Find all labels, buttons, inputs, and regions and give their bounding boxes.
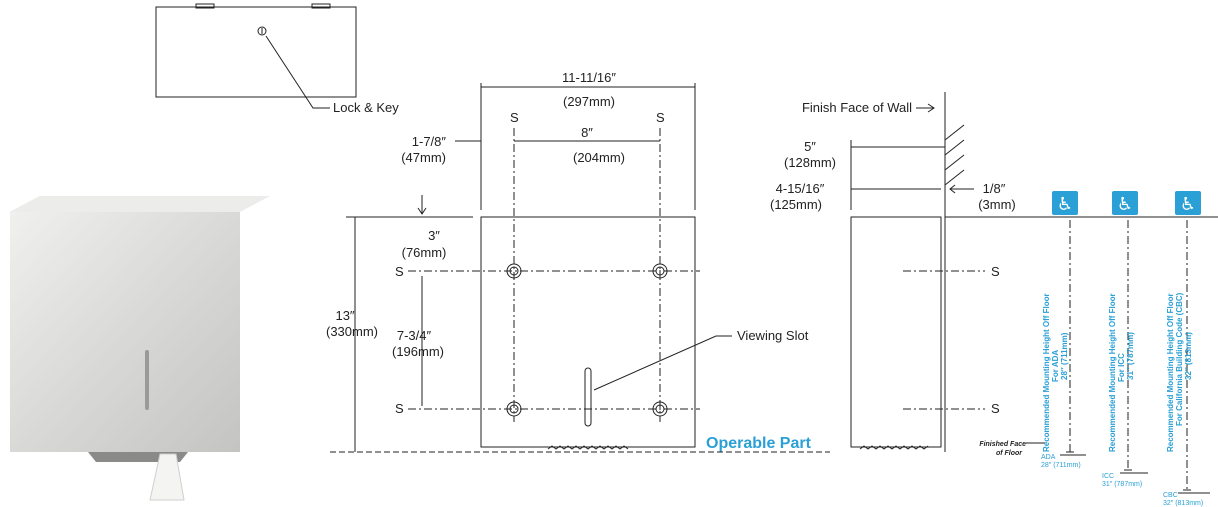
ada-height-value: 28″ (711mm) [1060, 332, 1069, 380]
side-screw-marker-upper: S [991, 264, 1000, 279]
icc-height-value: 31″ (787mm) [1126, 332, 1135, 380]
side-view: Finish Face of Wall 5″ (128mm) 4-15/16″ … [770, 92, 1218, 457]
top-view-outline [155, 6, 357, 98]
height-label: 13″ [335, 308, 354, 323]
photo-paper-towel [149, 453, 185, 501]
ada-height-line1: Recommended Mounting Height Off Floor [1042, 293, 1051, 452]
mounting-height-cbc: ♿ Recommended Mounting Height Off Floor … [1163, 191, 1210, 507]
keyhole-icon [652, 401, 668, 417]
svg-text:♿: ♿ [1117, 194, 1133, 215]
keyhole-icon [506, 263, 522, 279]
top-offset-mm-label: (76mm) [402, 245, 447, 260]
front-view-outline [480, 216, 696, 448]
cbc-floor-value: 32″ (813mm) [1163, 500, 1203, 507]
height-mm-label: (330mm) [326, 324, 378, 339]
icc-height-line1: Recommended Mounting Height Off Floor [1108, 293, 1117, 452]
wheelchair-icon [1052, 191, 1078, 215]
gap-mm-label: (3mm) [978, 197, 1016, 212]
finished-floor-label-line2: of Floor [996, 450, 1023, 457]
photo-viewing-slot [145, 350, 149, 410]
ada-floor-code: ADA [1041, 454, 1056, 461]
icc-floor-value: 31″ (787mm) [1102, 481, 1142, 488]
front-view: 11-11/16″ (297mm) S S 8″ (204mm) 1-7/8″ … [326, 70, 830, 453]
top-view: Lock & Key [155, 3, 399, 115]
cbc-height-line1: Recommended Mounting Height Off Floor [1166, 293, 1175, 452]
viewing-slot-label: Viewing Slot [737, 328, 809, 343]
body-depth-mm-label: (125mm) [770, 197, 822, 212]
hole-spacing-mm-label: (204mm) [573, 150, 625, 165]
keyhole-icon [506, 401, 522, 417]
ada-floor-value: 28″ (711mm) [1041, 462, 1081, 469]
width-label: 11-11/16″ [562, 70, 616, 85]
icc-height-line2: For ICC [1117, 353, 1126, 382]
keyhole-icon [652, 263, 668, 279]
depth-label: 5″ [804, 139, 816, 154]
hole-spacing-label: 8″ [581, 125, 593, 140]
width-mm-label: (297mm) [563, 94, 615, 109]
icc-floor-code: ICC [1102, 473, 1114, 480]
cbc-height-line2: For California Building Code (CBC) [1175, 292, 1184, 426]
lock-icon [257, 26, 267, 36]
mounting-height-ada: ♿ Recommended Mounting Height Off Floor … [1041, 191, 1086, 469]
side-screw-marker-lower: S [991, 401, 1000, 416]
depth-mm-label: (128mm) [784, 155, 836, 170]
finished-floor-label-line1: Finished Face [979, 441, 1026, 448]
photo-front-face [10, 212, 240, 452]
side-view-body [850, 216, 942, 448]
cbc-floor-code: CBC [1163, 492, 1178, 499]
gap-label: 1/8″ [983, 181, 1006, 196]
viewing-slot-outline [584, 367, 592, 427]
screw-marker-top-left: S [510, 110, 519, 125]
svg-text:♿: ♿ [1057, 194, 1073, 215]
cbc-height-value: 32″ (813mm) [1184, 332, 1193, 380]
mounting-height-icc: ♿ Recommended Mounting Height Off Floor … [1102, 191, 1148, 488]
screw-marker-top-right: S [656, 110, 665, 125]
left-offset-mm-label: (47mm) [401, 150, 446, 165]
operable-part-label: Operable Part [706, 435, 812, 452]
viewing-slot-leader [593, 335, 732, 391]
dispense-opening-side [859, 445, 929, 450]
top-offset-label: 3″ [428, 228, 440, 243]
vertical-spacing-label: 7-3/4″ [397, 328, 432, 343]
finish-face-wall-label: Finish Face of Wall [802, 100, 912, 115]
lock-key-label: Lock & Key [333, 100, 399, 115]
ada-height-line2: For ADA [1051, 350, 1060, 382]
body-depth-label: 4-15/16″ [776, 181, 825, 196]
lock-leader [265, 35, 330, 109]
wheelchair-icon [1175, 191, 1201, 215]
dispense-opening-front [547, 445, 629, 450]
dispenser-photo [10, 196, 270, 501]
top-tab-left [195, 3, 215, 9]
vertical-spacing-mm-label: (196mm) [392, 344, 444, 359]
left-offset-label: 1-7/8″ [412, 134, 447, 149]
screw-marker-upper-row: S [395, 264, 404, 279]
top-tab-right [311, 3, 331, 9]
photo-top-face [10, 196, 270, 212]
wheelchair-icon [1112, 191, 1138, 215]
svg-text:♿: ♿ [1180, 194, 1196, 215]
screw-marker-lower-row: S [395, 401, 404, 416]
